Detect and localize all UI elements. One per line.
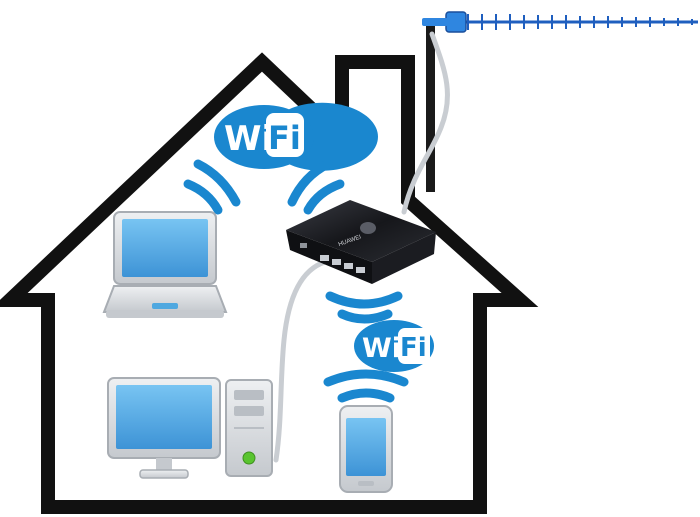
wifi-waves-icon [183,159,345,215]
laptop-icon [102,211,228,318]
antenna-icon [422,11,698,192]
wifi-text-right-2: Fi [400,333,427,363]
wifi-text-left: Wi [224,119,273,159]
lan-cable [273,259,328,463]
wifi-logo-bottom: Wi Fi [354,320,434,372]
wifi-text-right: Fi [268,119,301,157]
antenna-cable [401,31,451,215]
wifi-text-left-2: Wi [362,333,401,364]
wifi-logo-top: Wi Fi [214,102,378,171]
desktop-monitor-icon [107,377,221,479]
smartphone-icon [339,405,393,493]
router-icon: HUAWEI [286,200,436,284]
pc-tower-icon [225,379,273,477]
wifi-waves-router-icon [325,291,403,324]
wifi-waves-phone-icon [323,369,409,403]
